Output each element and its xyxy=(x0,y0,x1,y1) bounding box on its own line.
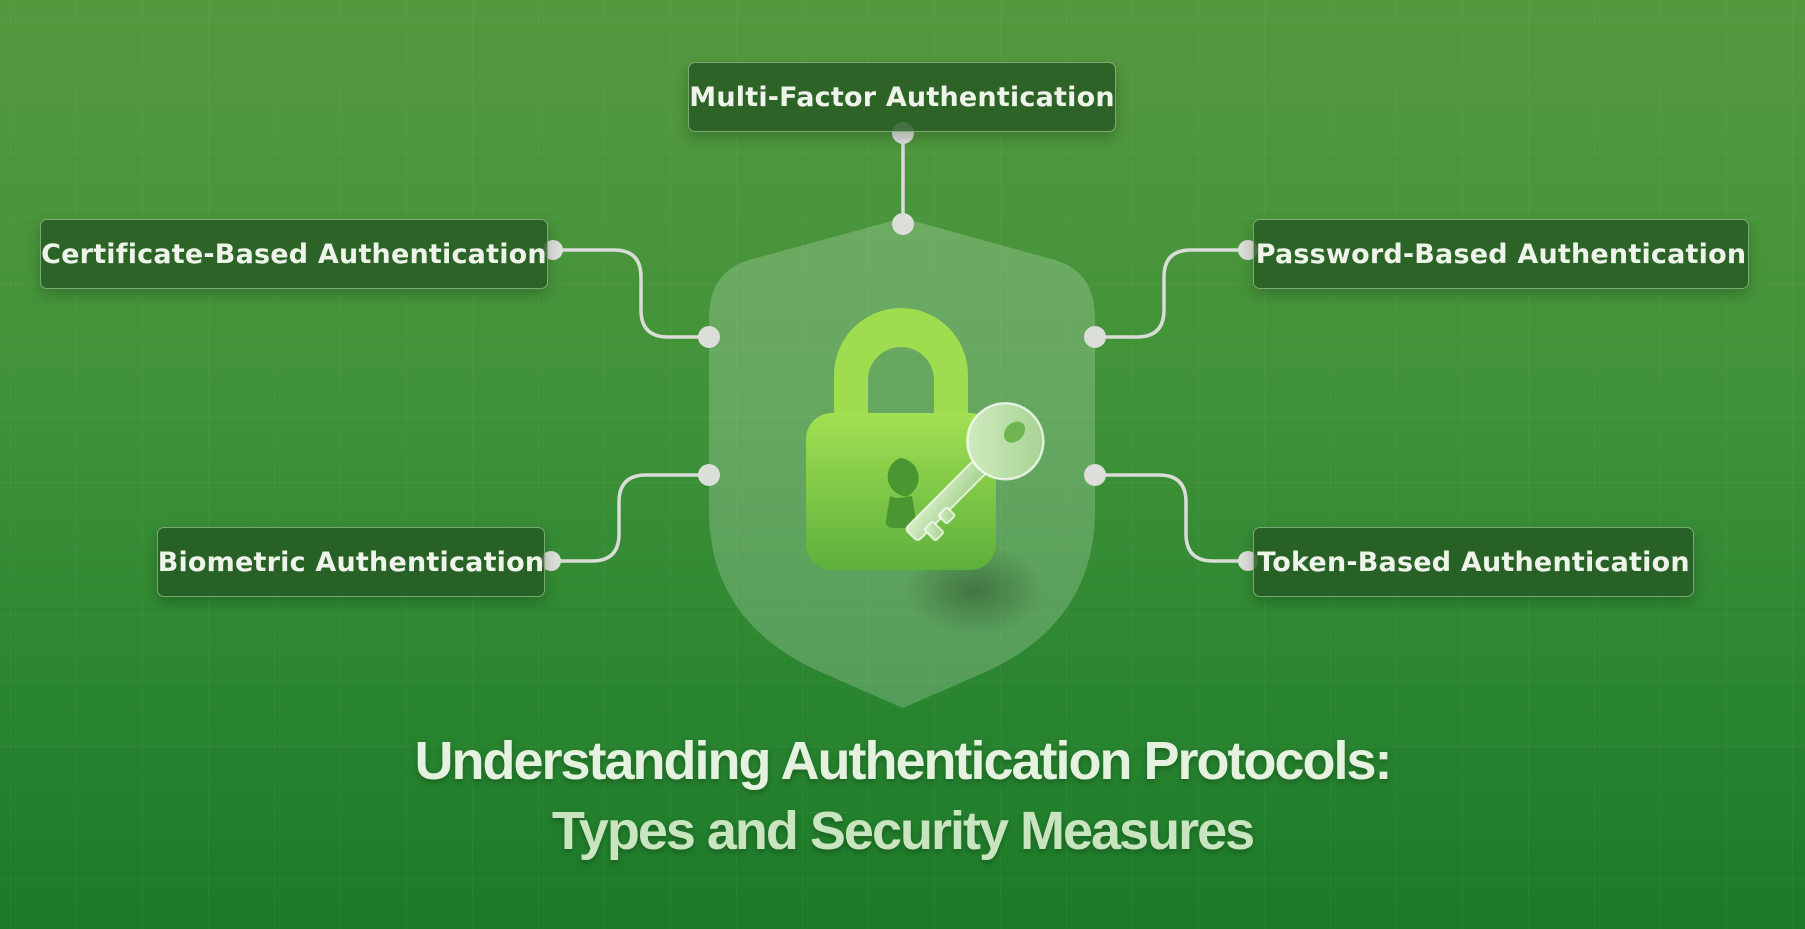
label-text: Multi-Factor Authentication xyxy=(689,81,1115,113)
key-icon xyxy=(905,401,1045,542)
label-text: Biometric Authentication xyxy=(157,546,545,578)
connector-token xyxy=(1093,473,1250,563)
label-biometric-authentication: Biometric Authentication xyxy=(157,527,545,597)
label-multi-factor-authentication: Multi-Factor Authentication xyxy=(688,62,1116,132)
label-certificate-based-authentication: Certificate-Based Authentication xyxy=(40,219,548,289)
connector-lines xyxy=(549,134,1250,563)
connector-dot xyxy=(698,326,720,348)
label-token-based-authentication: Token-Based Authentication xyxy=(1253,527,1694,597)
keyhole-icon xyxy=(885,458,919,528)
padlock-shackle xyxy=(834,308,968,420)
label-text: Certificate-Based Authentication xyxy=(41,238,547,270)
title-line-1: Understanding Authentication Protocols: xyxy=(414,731,1392,791)
connector-dot xyxy=(543,240,563,260)
page-title: Understanding Authentication Protocols: … xyxy=(0,726,1805,866)
connector-dot xyxy=(1084,326,1106,348)
connector-password xyxy=(1093,248,1250,339)
connector-dot xyxy=(892,213,914,235)
padlock-with-key-icon xyxy=(806,308,1045,635)
title-line-2: Types and Security Measures xyxy=(551,801,1255,861)
label-text: Token-Based Authentication xyxy=(1257,546,1690,578)
label-password-based-authentication: Password-Based Authentication xyxy=(1253,219,1749,289)
connector-biometric xyxy=(549,473,711,563)
label-text: Password-Based Authentication xyxy=(1255,238,1747,270)
connector-certificate xyxy=(551,248,711,339)
connector-dot xyxy=(698,464,720,486)
connector-dot xyxy=(541,551,561,571)
connector-dot xyxy=(1084,464,1106,486)
